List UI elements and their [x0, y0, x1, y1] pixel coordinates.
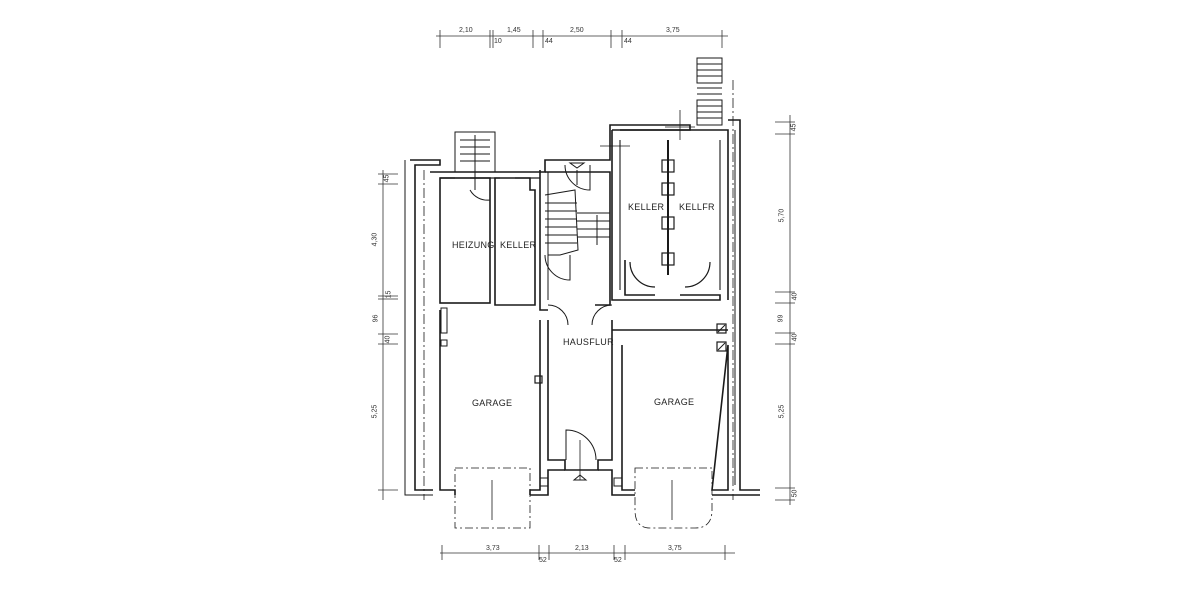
dim-right-4: 40 — [791, 333, 799, 342]
dim-bottom-2: 2,13 — [575, 545, 589, 552]
dim-top-1: 10 — [494, 38, 502, 45]
dim-bottom-1: 52 — [539, 557, 547, 564]
room-label-hausflur: HAUSFLUR — [563, 337, 614, 347]
room-label-keller-left: KELLER — [500, 240, 537, 250]
room-label-garage-left: GARAGE — [472, 398, 513, 408]
room-label-keller-right-b: KELLFR — [679, 202, 715, 212]
dim-bottom-3: 52 — [614, 557, 622, 564]
outer-wall-left — [410, 159, 441, 491]
dim-left-3: 96 — [372, 314, 380, 323]
dim-left-5: 5,25 — [371, 404, 379, 419]
dim-right-3: 99 — [777, 314, 785, 323]
dim-left-1: 4,30 — [371, 232, 379, 247]
dim-bottom-0: 3,73 — [486, 545, 500, 552]
keller-left-room — [494, 177, 536, 306]
dim-top-0: 2,10 — [459, 27, 473, 34]
dim-top-3: 44 — [545, 38, 553, 45]
dim-right-0: 45 — [790, 123, 798, 132]
dim-top-2: 1,45 — [507, 27, 521, 34]
hausflur-room — [547, 320, 613, 471]
room-label-garage-right: GARAGE — [654, 397, 695, 407]
heizung-room — [439, 177, 491, 304]
dim-right-6: 50 — [791, 489, 799, 498]
dim-left-4: 40 — [384, 335, 392, 344]
room-label-keller-right-a: KELLER — [628, 202, 665, 212]
dim-top-5: 44 — [624, 38, 632, 45]
room-label-heizung: HEIZUNG — [452, 240, 495, 250]
dim-left-0: 45 — [383, 174, 391, 183]
dim-bottom-4: 3,75 — [668, 545, 682, 552]
dim-right-2: 40 — [791, 292, 799, 301]
keller-right-block — [611, 130, 721, 301]
dim-top-4: 2,50 — [570, 27, 584, 34]
dim-left-2: 15 — [385, 290, 393, 299]
wall-top-left — [430, 124, 691, 173]
outer-wall-right — [728, 119, 760, 491]
dim-top-6: 3,75 — [666, 27, 680, 34]
dim-right-1: 5,70 — [778, 208, 786, 223]
dim-right-5: 5,25 — [778, 404, 786, 419]
garage-right-room — [621, 344, 729, 491]
